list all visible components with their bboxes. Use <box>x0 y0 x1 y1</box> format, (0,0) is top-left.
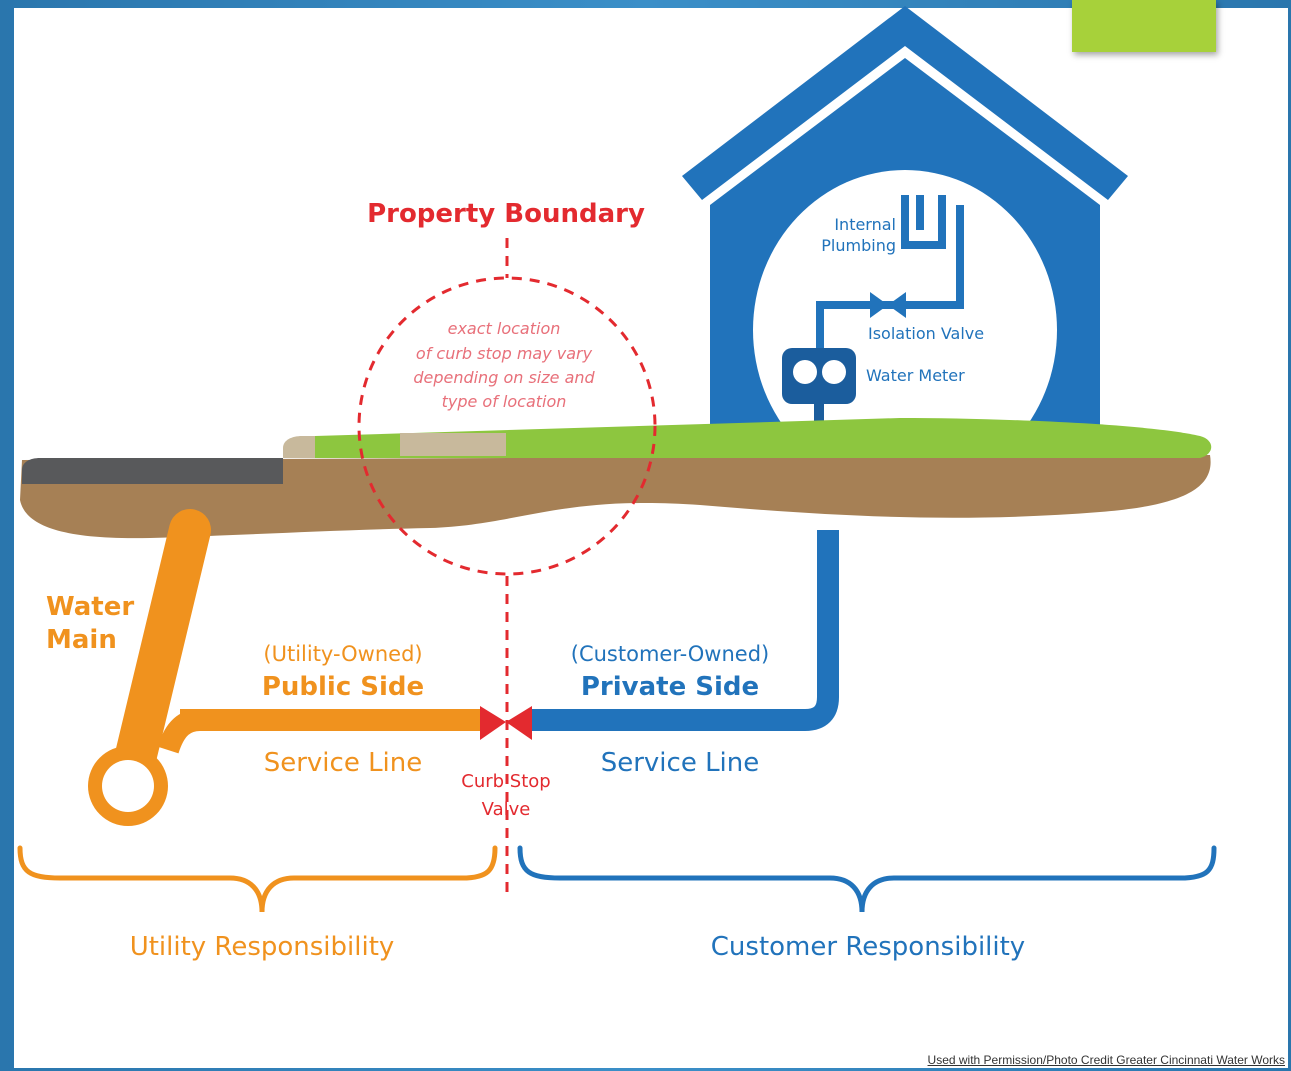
curb-stop-label: Curb Stop Valve <box>461 771 550 820</box>
customer-responsibility-brace <box>517 845 1217 913</box>
road-layer <box>22 458 283 484</box>
internal-plumbing-label: Internal Plumbing <box>821 215 896 255</box>
curb-strip <box>400 433 506 456</box>
curb-stop-valve-icon <box>480 706 532 740</box>
grass-layer <box>315 418 1212 458</box>
property-boundary-line <box>357 238 657 895</box>
water-meter-label: Water Meter <box>866 366 965 385</box>
water-main-label: Water Main <box>46 592 134 655</box>
accent-box <box>1072 0 1216 52</box>
public-owned-label: (Utility-Owned) <box>263 642 422 666</box>
curb-stop-line-1: Curb Stop <box>461 771 550 792</box>
public-side-label: Public Side <box>262 672 424 702</box>
curb-location-note: exact location of curb stop may vary dep… <box>413 319 595 411</box>
private-side-label: Private Side <box>581 672 759 702</box>
curb-stop-line-2: Valve <box>482 799 531 820</box>
water-main-pipe-icon <box>88 509 211 826</box>
curb-note-line-4: type of location <box>442 392 567 411</box>
customer-responsibility-label: Customer Responsibility <box>711 932 1025 962</box>
curb-note-line-3: depending on size and <box>413 368 595 387</box>
photo-credit: Used with Permission/Photo Credit Greate… <box>927 1053 1285 1067</box>
internal-plumbing-line-1: Internal <box>834 215 896 234</box>
curb-note-line-1: exact location <box>448 319 561 338</box>
private-service-line-label: Service Line <box>601 748 760 778</box>
water-main-line-1: Water <box>46 592 134 622</box>
water-meter-icon <box>782 348 856 424</box>
isolation-valve-icon <box>870 292 906 318</box>
public-service-line-label: Service Line <box>264 748 423 778</box>
curb-note-line-2: of curb stop may vary <box>416 344 593 363</box>
utility-responsibility-label: Utility Responsibility <box>130 932 395 962</box>
private-service-line <box>530 530 839 731</box>
utility-responsibility-brace <box>17 845 498 913</box>
private-owned-label: (Customer-Owned) <box>571 642 769 666</box>
diagram-panel <box>14 8 1288 1068</box>
property-boundary-label: Property Boundary <box>367 199 645 229</box>
soil-layer <box>20 455 1211 539</box>
sidewalk <box>283 436 320 458</box>
water-main-line-2: Main <box>46 625 117 655</box>
isolation-valve-label: Isolation Valve <box>868 324 984 343</box>
internal-plumbing-line-2: Plumbing <box>821 236 896 255</box>
